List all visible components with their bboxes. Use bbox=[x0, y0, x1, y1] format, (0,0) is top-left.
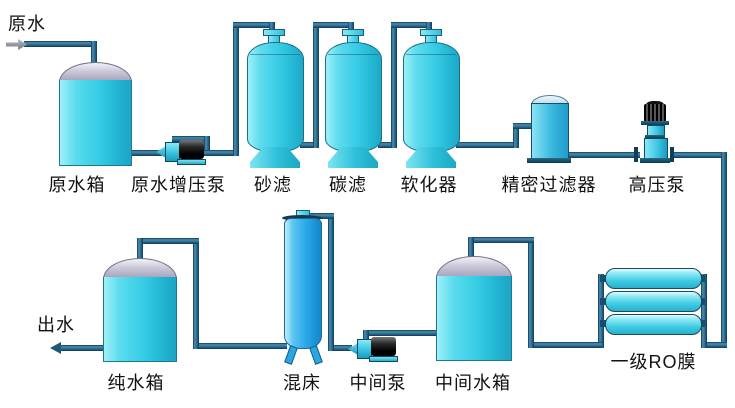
outlet-arrow-icon bbox=[50, 342, 61, 354]
pipe bbox=[426, 22, 432, 32]
intermediate-pump-motor bbox=[371, 337, 396, 356]
ro-stub bbox=[600, 275, 608, 282]
pipe bbox=[300, 142, 319, 148]
pipe bbox=[24, 41, 96, 47]
pipe bbox=[233, 22, 239, 156]
label-softener: 软化器 bbox=[400, 175, 458, 195]
booster-pump-motor bbox=[179, 140, 204, 159]
raw-water-tank bbox=[59, 80, 132, 166]
mixed-bed-leg bbox=[309, 345, 323, 365]
softener-vessel bbox=[403, 42, 460, 152]
label-precision-filter: 精密过滤器 bbox=[501, 175, 597, 195]
label-booster-pump: 原水增压泵 bbox=[131, 175, 226, 195]
label-raw-water-tank: 原水箱 bbox=[48, 175, 106, 195]
vessel-seam bbox=[328, 54, 378, 55]
pipe bbox=[172, 136, 210, 142]
pipe bbox=[139, 238, 199, 244]
raw-water-tank-dome bbox=[59, 62, 132, 82]
pipe bbox=[531, 342, 602, 348]
label-raw-water: 原水 bbox=[8, 14, 46, 34]
pipe bbox=[528, 237, 534, 348]
label-mixed-bed: 混床 bbox=[283, 373, 321, 393]
vessel-seam bbox=[250, 54, 300, 55]
intermediate-tank bbox=[436, 276, 512, 361]
pipe bbox=[204, 136, 210, 156]
pipe bbox=[363, 330, 369, 341]
pipe bbox=[204, 150, 239, 156]
pipe bbox=[513, 123, 535, 129]
ro-membrane-tube bbox=[605, 314, 702, 335]
pipe-flange bbox=[670, 147, 674, 162]
vessel-seam bbox=[406, 54, 456, 55]
ro-stub bbox=[600, 320, 608, 327]
booster-pump-base bbox=[177, 159, 206, 165]
pipe bbox=[269, 22, 275, 32]
pipe bbox=[513, 123, 519, 148]
ro-membrane-tube bbox=[605, 268, 702, 289]
label-pure-water-tank: 纯水箱 bbox=[107, 373, 165, 393]
hp-pump-cap bbox=[646, 101, 664, 105]
sand-filter-vessel bbox=[247, 42, 304, 152]
label-sand-filter: 砂滤 bbox=[254, 175, 292, 195]
hp-pump-collar bbox=[641, 121, 669, 125]
pipe bbox=[195, 343, 287, 349]
pipe bbox=[721, 152, 727, 348]
booster-pump-nose bbox=[156, 146, 166, 158]
pipe bbox=[193, 238, 199, 349]
label-carbon-filter: 碳滤 bbox=[329, 175, 367, 195]
label-intermediate-tank: 中间水箱 bbox=[435, 373, 511, 393]
pipe bbox=[391, 22, 397, 148]
label-intermediate-pump: 中间泵 bbox=[349, 373, 407, 393]
pipe bbox=[391, 22, 432, 28]
pipe bbox=[233, 22, 275, 28]
pipe bbox=[60, 345, 105, 351]
inlet-arrow-icon bbox=[6, 39, 27, 50]
label-ro-membrane: 一级RO膜 bbox=[610, 352, 697, 372]
pipe bbox=[365, 330, 438, 336]
softener-base bbox=[406, 147, 456, 168]
hp-pump-motor bbox=[644, 104, 666, 122]
hp-pump-flange bbox=[645, 135, 665, 138]
pure-water-tank bbox=[103, 277, 177, 362]
mixed-bed-vessel bbox=[284, 218, 322, 349]
ro-right-manifold bbox=[701, 274, 707, 348]
ro-left-manifold bbox=[598, 274, 604, 348]
intermediate-tank-dome bbox=[436, 256, 512, 278]
carbon-filter-vessel bbox=[325, 42, 382, 152]
pipe bbox=[670, 152, 727, 158]
pipe bbox=[313, 22, 354, 28]
pipe bbox=[330, 345, 352, 351]
pipe bbox=[456, 142, 518, 148]
pipe bbox=[565, 152, 640, 158]
hp-pump-base bbox=[640, 158, 670, 163]
pipe bbox=[328, 213, 334, 351]
label-outlet-water: 出水 bbox=[37, 315, 75, 335]
pipe bbox=[91, 41, 97, 65]
sand-filter-base bbox=[250, 147, 300, 168]
pipe bbox=[348, 22, 354, 32]
pipe-flange bbox=[634, 147, 638, 162]
pipe bbox=[705, 342, 727, 348]
pure-water-tank-dome bbox=[103, 258, 177, 279]
pipe bbox=[468, 237, 534, 243]
pipe bbox=[128, 150, 162, 156]
intermediate-pump-base bbox=[369, 356, 398, 362]
ro-membrane-tube bbox=[605, 291, 702, 312]
pipe bbox=[313, 22, 319, 148]
label-high-pressure-pump: 高压泵 bbox=[628, 175, 686, 195]
precision-filter-base bbox=[527, 158, 571, 163]
pipe bbox=[137, 238, 143, 261]
pipe bbox=[468, 237, 474, 260]
ro-stub bbox=[600, 298, 608, 305]
intermediate-pump-nose bbox=[348, 343, 358, 355]
carbon-filter-base bbox=[328, 147, 378, 168]
pipe bbox=[378, 142, 397, 148]
precision-filter-body bbox=[531, 103, 569, 161]
